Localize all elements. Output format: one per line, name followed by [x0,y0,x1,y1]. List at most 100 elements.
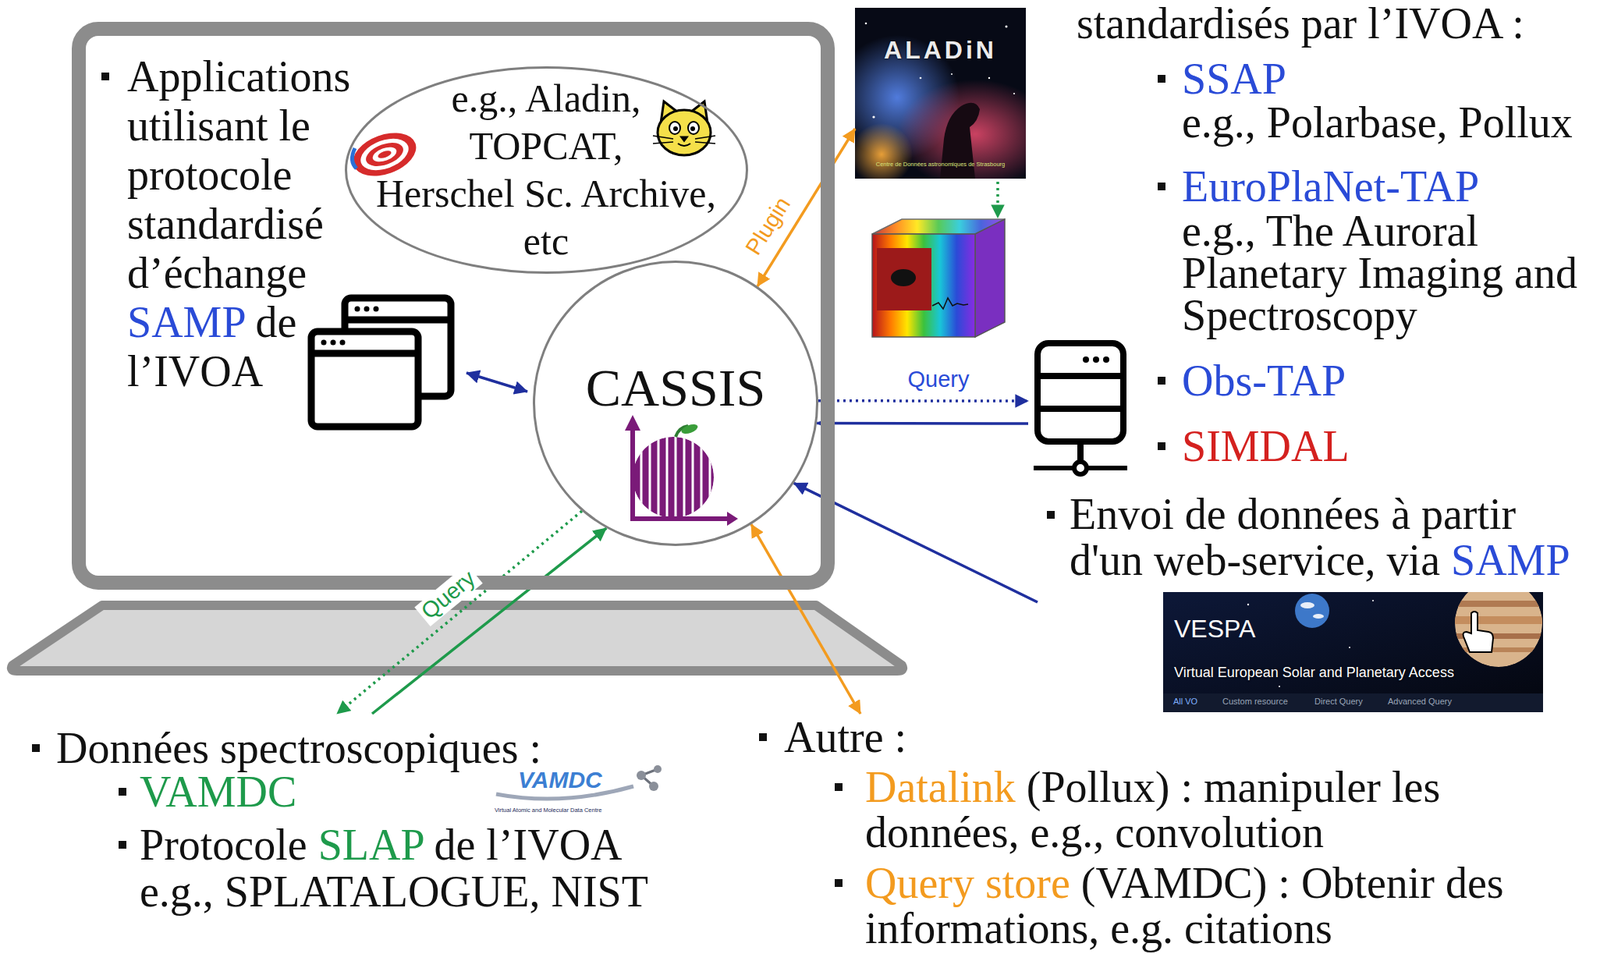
windows-icon [311,298,451,427]
server-cable [1033,465,1075,471]
cloud [1312,613,1324,619]
dot [321,340,327,346]
cat-nose [681,137,687,141]
float-spacer [647,74,742,171]
molecule-atom [653,765,662,774]
logo-arrow [624,415,641,431]
server-cable [1086,465,1128,471]
window-front [311,331,419,427]
bullet-square [834,783,843,792]
section-heading: Données spectroscopiques : [56,724,650,772]
logo-ring [356,132,413,177]
text-run: SAMP [127,298,245,347]
dot [354,306,361,313]
connector-label: Query [904,367,973,393]
vamdc-logo-subtitle: Virtual Atomic and Molecular Data Centre [494,806,675,814]
text-run: Advanced Query [1387,696,1452,706]
float-spacer [351,74,445,123]
server-dots [1103,356,1110,363]
text-run: Query store [865,858,1071,908]
cube-front [872,234,976,338]
stars [865,22,1015,119]
logo-axes [632,425,731,519]
logo-leaf [680,422,699,437]
protocol-example: e.g., Polarbase, Pollux [1181,100,1588,145]
bullet-square [1157,376,1166,385]
window-bar [311,350,419,358]
vamdc-logo-text: VAMDC [517,766,636,794]
connector-arrow [816,422,1029,426]
text-run: Applications utilisant le protocole stan… [127,52,351,298]
text-run: Autre : [784,713,907,762]
outline-ellipse [534,262,818,546]
vespa-subtitle: Virtual European Solar and Planetary Acc… [1174,663,1502,682]
stars [1013,92,1015,95]
server-body [1037,343,1124,442]
stars [872,115,875,118]
stars [1372,599,1374,602]
dot [373,306,380,313]
bullet-square [118,840,127,849]
text-run: e.g., The Auroral Planetary Imaging and … [1181,206,1578,340]
bullet-square [118,787,127,796]
cube-image [876,248,932,311]
float-spacer [351,122,445,171]
stars [1005,25,1008,29]
vamdc-logo [496,765,662,799]
cassis-title: CASSIS [532,361,819,415]
window-dots [321,306,380,346]
molecule-atom [636,770,646,781]
examples-text: e.g., Aladin, TOPCAT, Herschel Sc. Archi… [351,74,742,266]
protocol-name: SIMDAL [1181,424,1588,469]
molecule-atom [649,781,659,792]
cat-pupil [690,126,696,132]
dot [330,340,337,346]
connector-label: Plugin [739,190,798,263]
text-run: SLAP [318,820,424,870]
protocol-example: e.g., The Auroral Planetary Imaging and … [1181,209,1588,337]
jupiter [1450,616,1544,625]
topcat-logo [652,101,716,156]
server-dots [1082,356,1110,363]
stars [1348,646,1351,649]
logo-stripes [641,432,710,523]
bullet-square [834,879,843,887]
hand-cursor [1463,611,1494,653]
text-run: CASSIS [585,358,767,418]
text-run: VAMDC [517,766,603,793]
laptop-screen: e.g., Aladin, TOPCAT, Herschel Sc. Archi… [71,21,835,590]
server-port [1074,461,1087,475]
dot [340,340,346,346]
cassis-logo [624,415,738,526]
bullet-square [101,72,110,81]
text-run: Obs-TAP [1181,356,1346,405]
cat-pupil [673,126,678,132]
protocol-name: EuroPlaNet-TAP [1181,164,1588,209]
vespa-group: Envoi de données à partir d'un web-servi… [1037,487,1596,714]
text-run: VAMDC [139,767,297,816]
other-group: Autre :Datalink (Pollux) : manipuler les… [748,713,1530,954]
vespa-title: VESPA [1174,614,1284,643]
outline-ellipse [346,67,748,274]
text-run: Virtual European Solar and Planetary Acc… [1174,664,1455,681]
services-group: standardisés par l’IVOA :SSAPe.g., Polar… [1028,0,1598,484]
nav-item: Custom resource [1222,696,1309,707]
nav-item: All VO [1173,696,1221,707]
text-run: e.g., Polarbase, Pollux [1181,98,1573,147]
text-run: SSAP [1181,54,1287,103]
aladin-logo-text: ALADiN [854,35,1026,64]
cat-face [657,109,711,156]
aladin-picture [854,7,1026,179]
connector-arrow [337,510,582,714]
nav-item: Direct Query [1314,696,1385,707]
cube-side [975,219,1005,338]
logo-ring [362,138,407,171]
server-shelf [1037,405,1124,412]
cat-eye [688,121,699,135]
vespa-description: Envoi de données à partir d'un web-servi… [1069,491,1585,584]
window-bar [344,316,451,324]
text-run: Datalink [865,762,1016,812]
app-description: Applications utilisant le protocole stan… [127,52,362,397]
stars [919,77,923,80]
